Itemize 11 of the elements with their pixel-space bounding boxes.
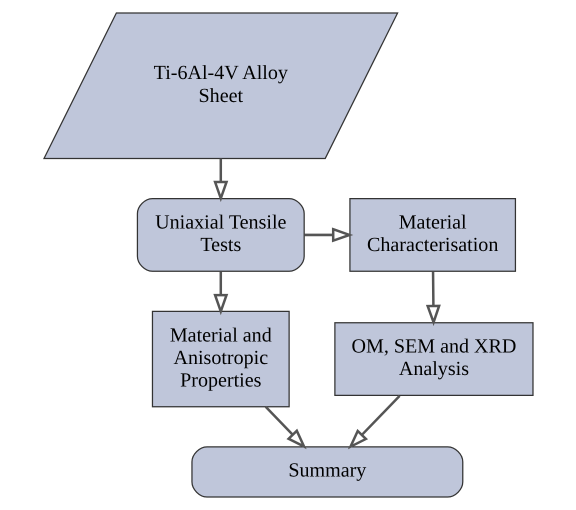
node-box: Summary — [190, 446, 463, 498]
arrow — [212, 271, 228, 316]
arrow — [425, 271, 440, 326]
arrow — [304, 227, 353, 242]
arrow — [212, 158, 228, 202]
node-box: OM, SEM and XRD Analysis — [334, 322, 534, 396]
node-box: Material Characterisation — [348, 198, 516, 272]
node-box: Material and Anisotropic Properties — [151, 310, 290, 408]
arrow — [264, 406, 306, 450]
arrow — [347, 394, 400, 450]
node-box: Uniaxial Tensile Tests — [136, 198, 304, 272]
